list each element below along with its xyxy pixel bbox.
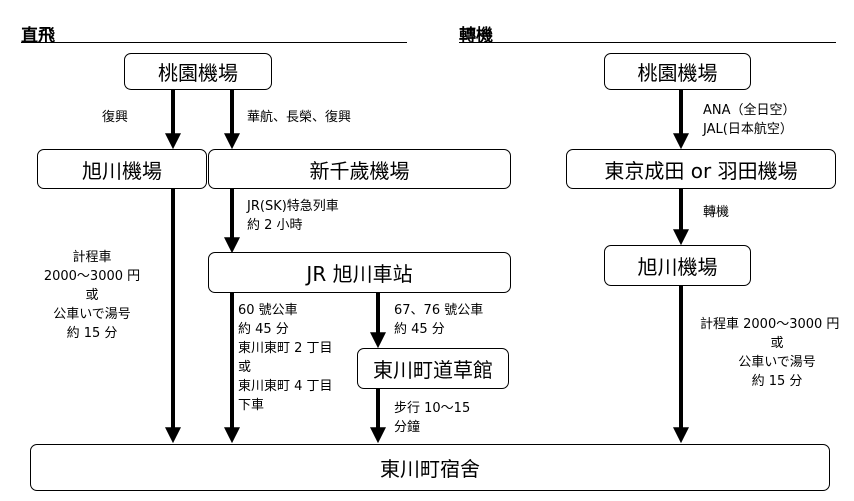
label-right-taxi-line4: 約 15 分 xyxy=(751,374,803,389)
label-bus67-line1: 67、76 號公車 xyxy=(394,303,484,318)
heading-direct: 直飛 xyxy=(21,26,55,46)
label-airlines: 華航、長榮、復興 xyxy=(247,110,352,125)
heading-direct-rule xyxy=(21,42,407,43)
label-walk-line1: 步行 10～15 xyxy=(394,401,471,416)
label-transfer: 轉機 xyxy=(703,205,730,220)
label-jr-train-line2: 約 2 小時 xyxy=(247,218,303,233)
label-fuxing: 復興 xyxy=(102,110,129,125)
label-right-taxi: 計程車 2000～3000 円 或 公車いで湯号 約 15 分 xyxy=(700,315,854,391)
box-taoyuan-airport-direct: 桃園機場 xyxy=(124,53,272,90)
box-jr-asahikawa-station: JR 旭川車站 xyxy=(208,252,511,293)
label-bus67: 67、76 號公車 約 45 分 xyxy=(394,301,483,339)
label-jr-train: JR(SK)特急列車 約 2 小時 xyxy=(247,197,339,235)
label-jr-train-line1: JR(SK)特急列車 xyxy=(247,199,339,214)
label-bus60-line2: 約 45 分 xyxy=(238,322,289,337)
label-right-taxi-line1: 計程車 2000～3000 円 xyxy=(700,317,840,332)
box-higashikawa-dorm: 東川町宿舍 xyxy=(30,444,830,491)
box-new-chitose-airport: 新千歲機場 xyxy=(208,149,511,189)
label-bus60-line4: 或 xyxy=(238,360,252,375)
label-left-taxi-line1: 計程車 xyxy=(72,250,112,265)
heading-transfer: 轉機 xyxy=(459,26,493,46)
label-left-taxi-line3: 或 xyxy=(85,288,99,303)
label-left-taxi-line5: 約 15 分 xyxy=(66,326,118,341)
label-left-taxi-line2: 2000～3000 円 xyxy=(43,269,141,284)
label-right-taxi-line3: 公車いで湯号 xyxy=(738,355,816,370)
label-left-taxi: 計程車 2000～3000 円 或 公車いで湯号 約 15 分 xyxy=(30,248,154,343)
label-bus60-line1: 60 號公車 xyxy=(238,303,298,318)
box-asahikawa-airport-direct: 旭川機場 xyxy=(37,149,207,189)
label-ana-jal-line2: JAL(日本航空） xyxy=(703,122,793,137)
box-tokyo-airports: 東京成田 or 羽田機場 xyxy=(566,149,836,189)
heading-transfer-rule xyxy=(459,42,836,43)
label-walk-line2: 分鐘 xyxy=(394,420,421,435)
label-left-taxi-line4: 公車いで湯号 xyxy=(53,307,131,322)
label-ana-jal: ANA（全日空） JAL(日本航空） xyxy=(703,101,796,139)
box-asahikawa-airport-transfer: 旭川機場 xyxy=(604,245,751,286)
box-michikusakan: 東川町道草館 xyxy=(357,348,509,389)
label-ana-jal-line1: ANA（全日空） xyxy=(703,103,796,118)
label-bus60: 60 號公車 約 45 分 東川東町 2 丁目 或 東川東町 4 丁目 下車 xyxy=(238,301,333,415)
label-walk: 步行 10～15 分鐘 xyxy=(394,399,470,437)
label-bus60-line3: 東川東町 2 丁目 xyxy=(238,341,333,356)
label-bus60-line6: 下車 xyxy=(238,398,265,413)
label-bus60-line5: 東川東町 4 丁目 xyxy=(238,379,333,394)
label-bus67-line2: 約 45 分 xyxy=(394,322,445,337)
box-taoyuan-airport-transfer: 桃園機場 xyxy=(604,53,751,90)
label-right-taxi-line2: 或 xyxy=(770,336,784,351)
